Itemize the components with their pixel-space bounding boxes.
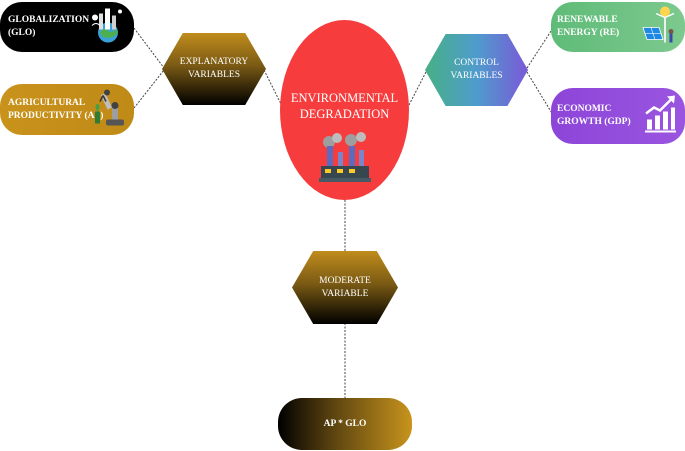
connector-control-re — [526, 27, 554, 69]
connector-explanatory-center — [263, 69, 285, 111]
connector-glo-explanatory — [133, 27, 165, 69]
growth-chart-icon — [643, 94, 677, 139]
agricultural-productivity-label: AGRICULTURAL PRODUCTIVITY (AP) — [8, 97, 104, 121]
renewable-energy-label: RENEWABLE ENERGY (RE) — [557, 15, 620, 38]
control-variables-hexagon: CONTROL VARIABLES — [425, 34, 528, 106]
explanatory-variables-label: EXPLANATORY VARIABLES — [179, 57, 249, 80]
explanatory-variables-hexagon: EXPLANATORY VARIABLES — [162, 33, 266, 105]
environmental-degradation-node: ENVIRONMENTAL DEGRADATION — [280, 20, 409, 200]
economic-growth-node: ECONOMIC GROWTH (GDP) — [551, 88, 685, 144]
moderate-variable-hexagon: MODERATE VARIABLE — [292, 251, 398, 324]
economic-growth-label: ECONOMIC GROWTH (GDP) — [557, 104, 631, 127]
moderate-variable-label: MODERATE VARIABLE — [319, 275, 371, 299]
agricultural-productivity-node: AGRICULTURAL PRODUCTIVITY (AP) — [0, 84, 134, 135]
renewable-energy-node: RENEWABLE ENERGY (RE) — [551, 2, 685, 52]
globe-city-icon — [90, 6, 126, 49]
connector-ap-explanatory — [133, 69, 165, 109]
robot-arm-icon — [94, 87, 128, 132]
connector-control-gdp — [526, 71, 554, 116]
globalization-label: GLOBALIZATION (GLO) — [8, 15, 90, 38]
factory-pollution-icon — [317, 132, 373, 189]
interaction-term-node: AP * GLO — [278, 398, 412, 450]
interaction-term-label: AP * GLO — [323, 419, 367, 429]
environmental-degradation-label: ENVIRONMENTAL DEGRADATION — [290, 91, 399, 121]
connector-center-control — [408, 69, 428, 106]
solar-panel-icon — [639, 4, 677, 51]
globalization-node: GLOBALIZATION (GLO) — [0, 2, 134, 52]
control-variables-label: CONTROL VARIABLES — [450, 58, 503, 81]
